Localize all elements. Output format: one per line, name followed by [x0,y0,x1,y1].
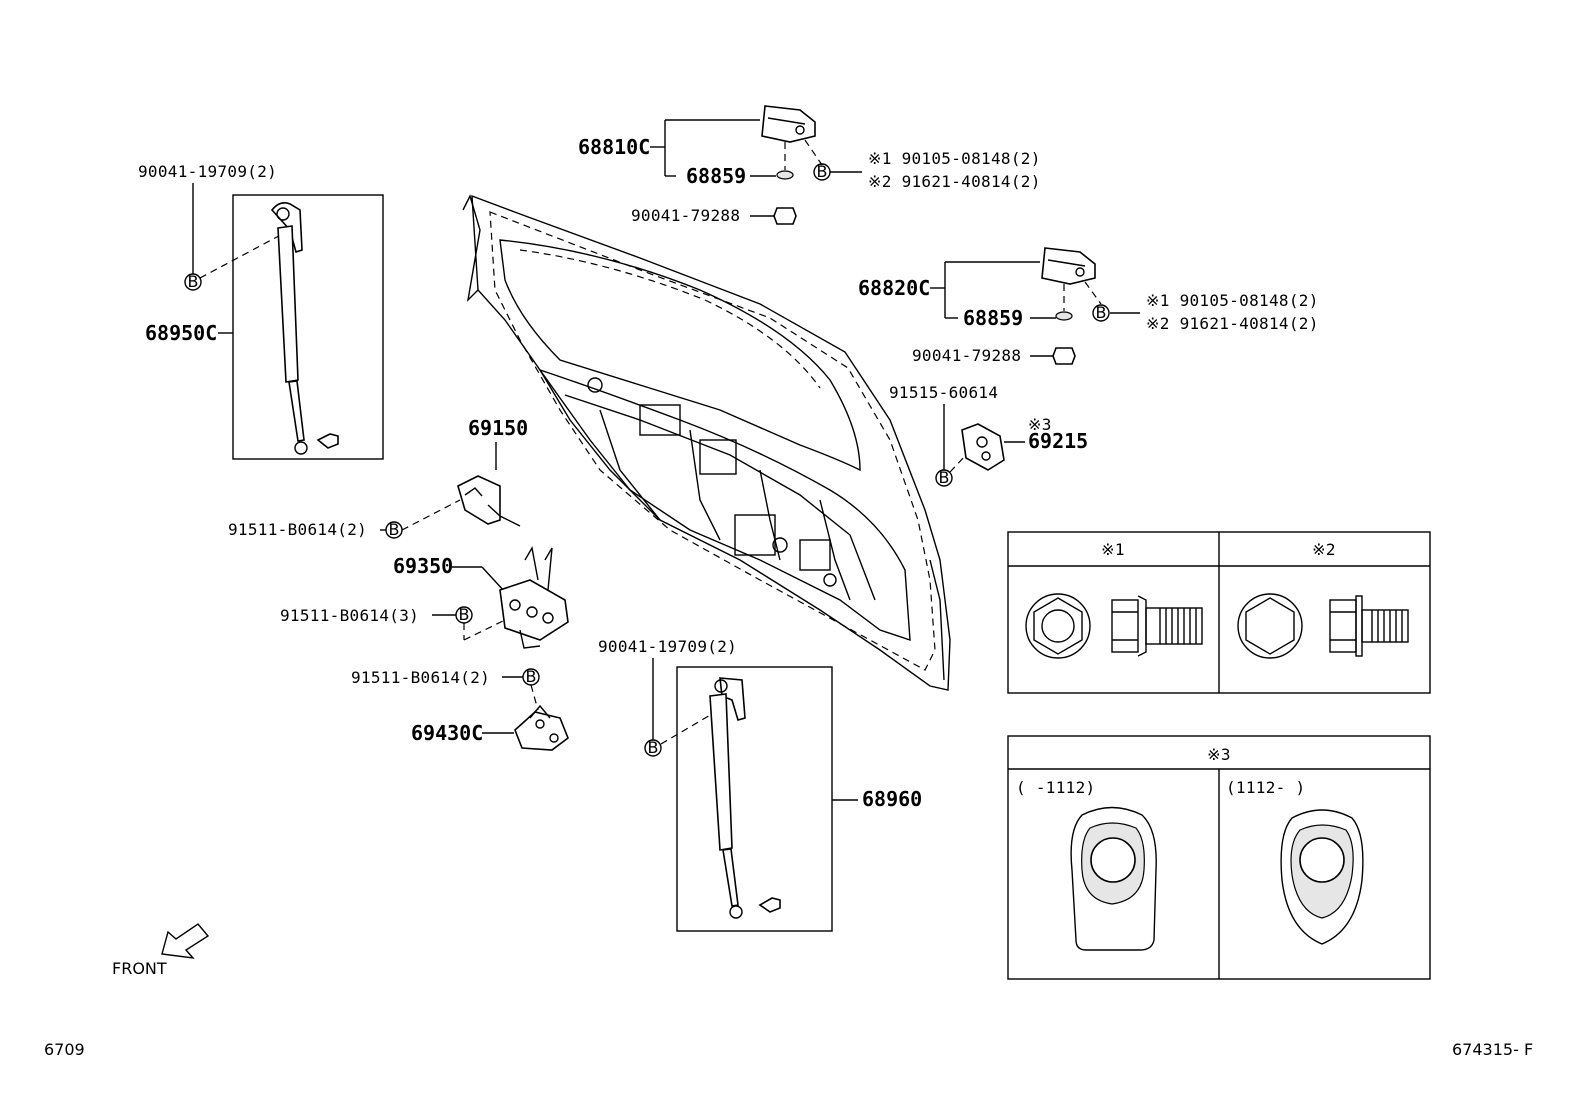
flange-bolt-face [1025,593,1091,659]
label-91511-b0614-2-b: 91511-B0614(2) [351,668,490,687]
svg-text:B: B [389,520,400,539]
leader-69350-diag [481,566,506,593]
lock-69350 [499,546,569,649]
front-arrow-icon [161,923,210,959]
bolt-marker-stay-b: B [644,738,662,757]
hinge-68810c [761,105,823,225]
svg-text:B: B [1096,303,1107,322]
label-90041-79288-a: 90041-79288 [631,206,740,225]
label-90041-79288-b: 90041-79288 [912,346,1021,365]
hex-bolt-face [1237,593,1303,659]
label-ref2-b: ※2 91621-40814(2) [1146,314,1319,333]
cushion-69215 [961,423,1005,471]
table-col-ref2: ※2 [1312,540,1336,559]
label-90041-19709-a: 90041-19709(2) [138,162,277,181]
striker-69430c [514,704,569,751]
table3-left-range: ( -1112) [1016,778,1095,797]
cushion-variant-late [1280,809,1364,945]
bracket-69150 [457,475,521,527]
cushion-variant-early [1070,806,1157,951]
flange-bolt-side [1111,595,1203,657]
label-68859-b: 68859 [963,306,1023,330]
label-68820c: 68820C [858,276,930,300]
label-91515-60614: 91515-60614 [889,383,998,402]
gas-stay-68950c [270,202,339,455]
label-ref1-b: ※1 90105-08148(2) [1146,291,1319,310]
svg-text:B: B [459,605,470,624]
label-91511-b0614-2-a: 91511-B0614(2) [228,520,367,539]
label-front: FRONT [112,959,167,978]
cushion-variant-table: ※3 ( -1112) (1112- ) [1007,735,1431,980]
svg-text:B: B [188,272,199,291]
label-ref3: ※3 [1028,415,1052,434]
hex-bolt-side [1329,595,1409,657]
label-69430c: 69430C [411,721,483,745]
bolt-marker-69150: B [385,520,403,539]
label-90041-19709-b: 90041-19709(2) [598,637,737,656]
table3-right-range: (1112- ) [1226,778,1305,797]
fastener-type-table: ※1 ※2 [1007,531,1431,694]
back-door-panel [462,194,951,691]
label-91511-b0614-3: 91511-B0614(3) [280,606,419,625]
stay-box-68960 [676,666,833,932]
svg-text:B: B [648,738,659,757]
hinge-68820c [1041,247,1102,365]
svg-text:B: B [939,468,950,487]
table3-title: ※3 [1207,745,1231,764]
label-69215: 69215 [1028,429,1088,453]
bolt-marker-hinge-b: B [1092,303,1110,322]
label-68810c: 68810C [578,135,650,159]
label-68859-a: 68859 [686,164,746,188]
label-68960: 68960 [862,787,922,811]
gas-stay-68960 [709,677,781,919]
svg-text:B: B [817,162,828,181]
bolt-marker-stay-a: B [184,272,202,291]
stay-box-68950c [232,194,384,460]
label-69350: 69350 [393,554,453,578]
label-68950c: 68950C [145,321,217,345]
table-col-ref1: ※1 [1101,540,1125,559]
bolt-marker-69430c: B [522,667,540,686]
page-code-left: 6709 [44,1040,85,1059]
label-69150: 69150 [468,416,528,440]
bolt-marker-69215: B [935,468,953,487]
label-ref2-a: ※2 91621-40814(2) [868,172,1041,191]
bolt-marker-69350: B [455,605,473,624]
page-code-right: 674315- F [1452,1040,1533,1059]
label-ref1-a: ※1 90105-08148(2) [868,149,1041,168]
bolt-marker-hinge-a: B [813,162,831,181]
svg-text:B: B [526,667,537,686]
